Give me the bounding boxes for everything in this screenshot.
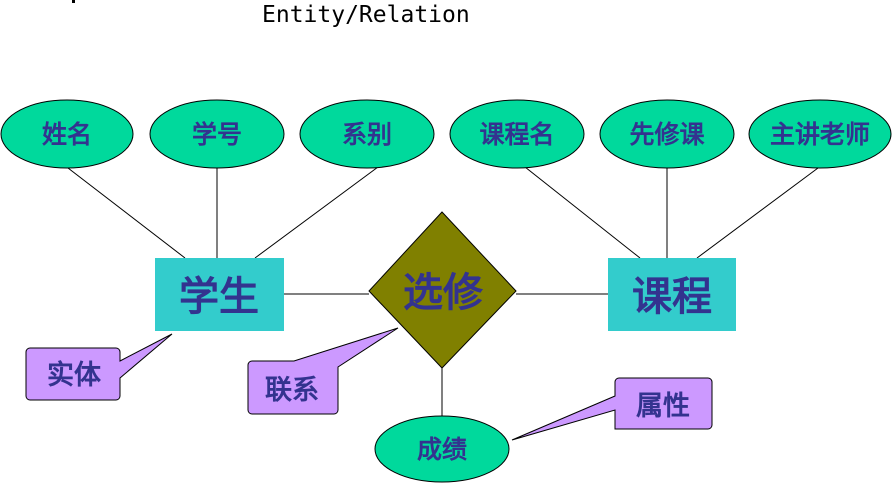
connector-lines [67,166,819,417]
callout-relation: 联系 [247,327,399,415]
svg-text:联系: 联系 [265,375,319,406]
svg-text:成绩: 成绩 [417,435,467,464]
svg-text:学生: 学生 [179,274,259,320]
line-name-student [67,167,186,259]
svg-text:姓名: 姓名 [42,120,92,149]
svg-text:先修课: 先修课 [629,120,705,149]
entity-student: 学生 [155,258,284,331]
line-teacher-course [696,167,819,259]
svg-text:课程名: 课程名 [479,120,554,149]
svg-text:选修: 选修 [403,270,484,316]
attribute-lecturer: 主讲老师 [748,99,892,169]
entity-course: 课程 [608,258,736,331]
attribute-student-id: 学号 [149,99,285,169]
callout-entity: 实体 [25,333,173,401]
svg-text:主讲老师: 主讲老师 [770,120,870,149]
relation-diamond: 选修 [368,211,517,369]
attribute-prerequisite: 先修课 [599,99,735,169]
svg-text:学号: 学号 [192,120,242,149]
svg-text:属性: 属性 [636,391,690,422]
svg-text:课程: 课程 [632,274,712,320]
attribute-department: 系别 [299,99,435,169]
svg-text:系别: 系别 [342,120,392,149]
callout-attribute: 属性 [511,377,713,441]
line-coursename-course [524,166,641,259]
attribute-grade: 成绩 [374,415,510,483]
attribute-course-name: 课程名 [449,99,585,169]
corner-mark [72,0,75,3]
line-dept-student [254,166,379,259]
attribute-name: 姓名 [0,99,134,169]
svg-text:实体: 实体 [47,359,102,391]
diagram-title: Entity/Relation [262,2,470,28]
